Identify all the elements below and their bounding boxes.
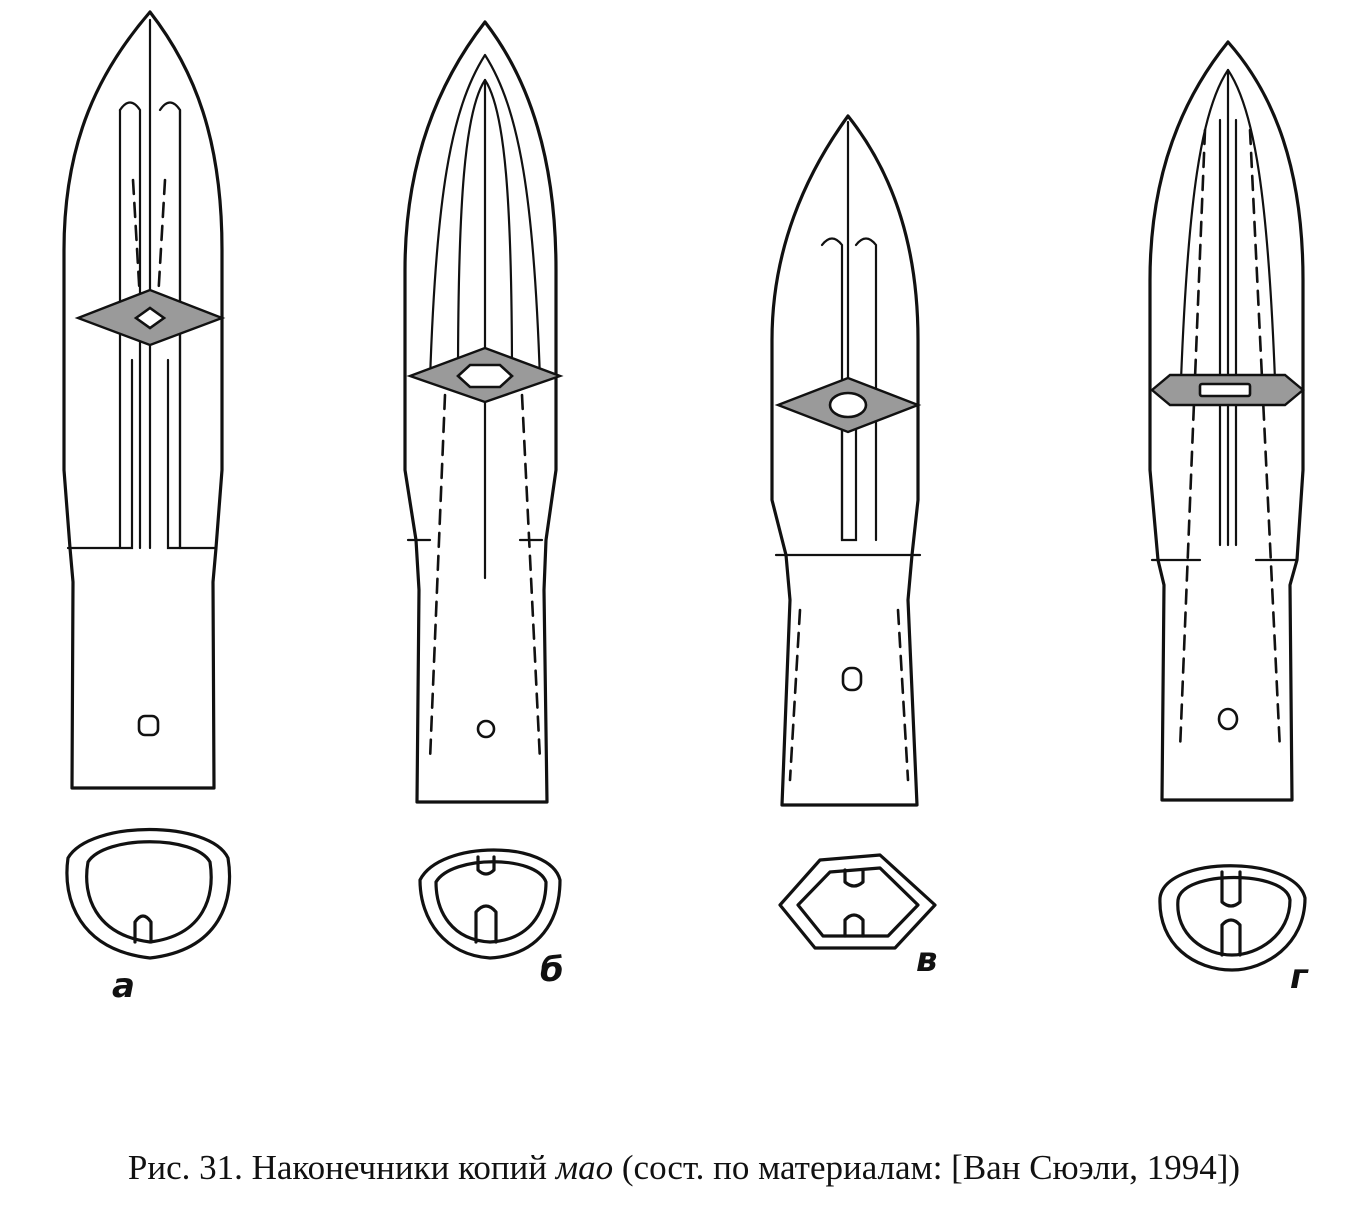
spearhead-a bbox=[62, 10, 226, 790]
label-g: г bbox=[1290, 957, 1308, 997]
figure-caption: Рис. 31. Наконечники копий мао (сост. по… bbox=[0, 1148, 1368, 1188]
caption-term: мао bbox=[555, 1148, 614, 1187]
cross-section-b bbox=[418, 848, 562, 960]
label-b: б bbox=[540, 950, 564, 990]
caption-prefix: Рис. 31. Наконечники копий bbox=[127, 1148, 556, 1187]
cross-section-a bbox=[65, 828, 232, 960]
cross-section-g bbox=[1158, 864, 1307, 972]
label-a: а bbox=[112, 966, 135, 1006]
spearhead-v bbox=[770, 114, 922, 807]
label-v: в bbox=[916, 940, 938, 980]
caption-suffix: (сост. по материалам: [Ван Сюэли, 1994]) bbox=[613, 1148, 1241, 1187]
cross-section-v bbox=[778, 853, 937, 950]
spearhead-g bbox=[1148, 40, 1305, 802]
spearhead-b bbox=[403, 20, 564, 804]
